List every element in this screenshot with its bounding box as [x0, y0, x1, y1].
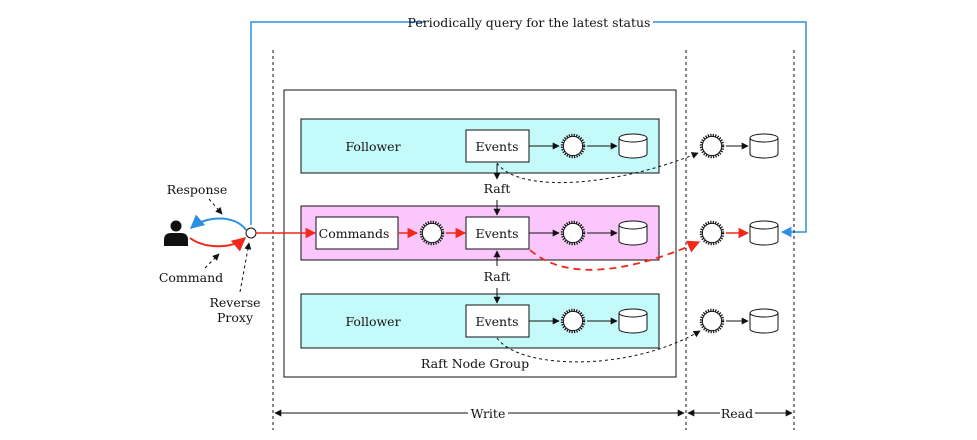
write-read-dimensions: Write Read — [274, 406, 793, 421]
read-projection-bottom — [699, 308, 779, 334]
follower-top-node: Follower Events — [300, 118, 660, 174]
reverse-proxy-node — [245, 227, 257, 239]
raft-replication-top: Raft — [484, 164, 511, 216]
database-icon — [749, 308, 779, 334]
read-label: Read — [721, 406, 753, 421]
event-stream-top-curve — [496, 152, 699, 184]
raft-node-group-label: Raft Node Group — [421, 356, 529, 371]
raft-2-label: Raft — [484, 269, 511, 284]
events-bottom-label: Events — [475, 314, 518, 329]
processor-gear-icon — [560, 308, 586, 334]
database-icon — [749, 220, 779, 246]
database-icon — [618, 133, 648, 159]
database-icon — [618, 220, 648, 246]
leader-node: Commands Events — [300, 205, 660, 261]
user-icon — [164, 220, 188, 246]
events-leader-label: Events — [475, 226, 518, 241]
raft-replication-bottom: Raft — [484, 250, 511, 304]
processor-gear-icon — [560, 220, 586, 246]
read-projection-middle — [699, 220, 779, 246]
reverse-proxy-label-line1: Reverse — [209, 295, 260, 310]
write-label: Write — [471, 406, 506, 421]
events-top-label: Events — [475, 139, 518, 154]
processor-gear-icon — [699, 220, 725, 246]
raft-1-label: Raft — [484, 181, 511, 196]
database-icon — [749, 133, 779, 159]
read-projection-top — [699, 133, 779, 159]
processor-gear-icon — [419, 220, 445, 246]
query-label: Periodically query for the latest status — [408, 15, 651, 30]
reverse-proxy-label-line2: Proxy — [217, 310, 254, 325]
command-label: Command — [159, 270, 223, 285]
follower-top-label: Follower — [345, 139, 400, 154]
commands-label: Commands — [319, 226, 390, 241]
event-stream-leader-curve — [529, 240, 701, 271]
follower-bottom-label: Follower — [345, 314, 400, 329]
command-arrow — [189, 237, 247, 252]
events-leader-box — [465, 216, 530, 250]
events-bottom-box — [465, 304, 530, 338]
response-arrow — [189, 214, 247, 231]
events-top-box — [465, 129, 530, 163]
processor-gear-icon — [699, 133, 725, 159]
database-icon — [618, 308, 648, 334]
processor-gear-icon — [699, 308, 725, 334]
processor-gear-icon — [560, 133, 586, 159]
follower-bottom-node: Follower Events — [300, 293, 660, 349]
response-label: Response — [167, 182, 228, 197]
